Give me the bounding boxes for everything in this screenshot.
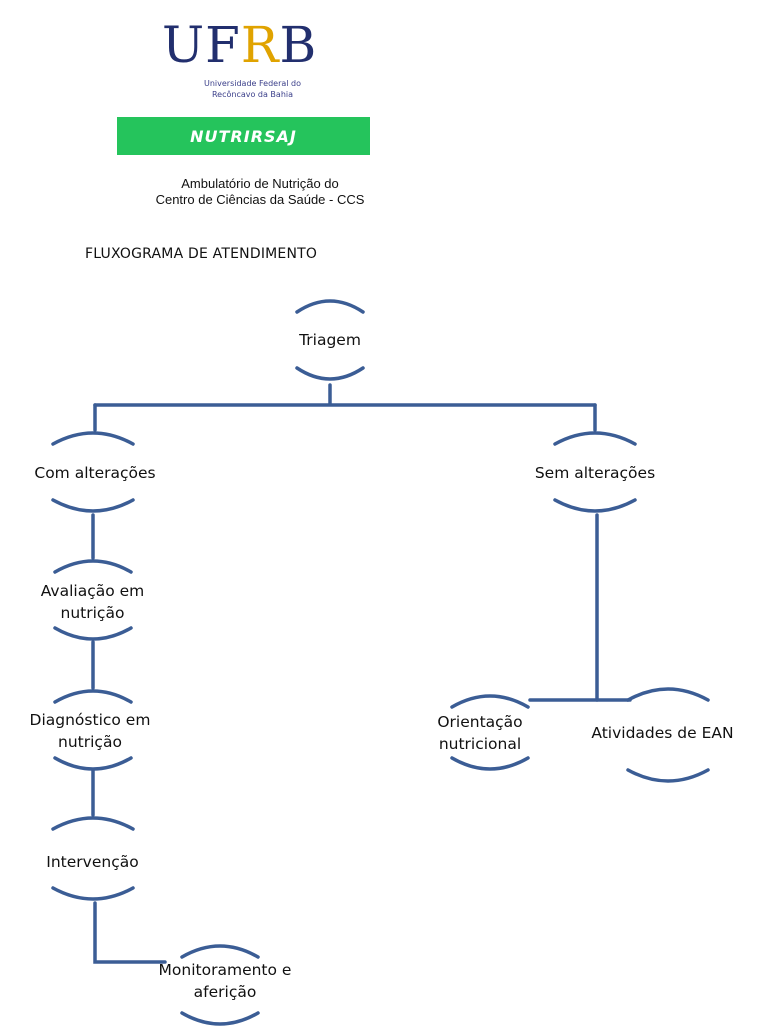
logo-text-mid: R [240, 16, 280, 74]
connector-intervencao-to-monitoramento [93, 901, 167, 964]
bracket-top-intervencao [51, 816, 135, 831]
node-atividades: Atividades de EAN [591, 724, 734, 742]
bracket-top-atividades [626, 687, 710, 702]
bracket-top-com-alteracoes [51, 431, 135, 446]
program-banner: NUTRIRSAJ [117, 117, 370, 155]
bracket-bottom-orientacao [450, 756, 530, 771]
connector-triagem-split [93, 383, 597, 407]
bracket-top-diagnostico [53, 689, 133, 704]
ufrb-logo: UFRB [162, 14, 342, 76]
bracket-bottom-intervencao [51, 886, 135, 901]
node-intervencao: Intervenção [46, 853, 139, 871]
ambulatorio-line-1: Ambulatório de Nutrição do [181, 176, 339, 191]
bracket-top-avaliacao [53, 559, 133, 574]
bracket-top-orientacao [450, 694, 530, 709]
bracket-bottom-diagnostico [53, 756, 133, 771]
node-com-alteracoes: Com alterações [34, 464, 156, 482]
node-monitoramento: Monitoramento e aferição [158, 961, 292, 1001]
program-name: NUTRIRSAJ [190, 126, 297, 146]
flowchart-title: FLUXOGRAMA DE ATENDIMENTO [85, 246, 318, 262]
university-line-1: Universidade Federal do [203, 79, 302, 88]
node-avaliacao: Avaliação em nutrição [40, 582, 145, 622]
bracket-bottom-sem-alteracoes [553, 498, 637, 513]
university-name: Universidade Federal do Recôncavo da Bah… [150, 78, 355, 100]
node-triagem: Triagem [299, 331, 361, 349]
ambulatorio-line-2: Centro de Ciências da Saúde - CCS [155, 192, 365, 207]
node-sem-alteracoes: Sem alterações [534, 464, 656, 482]
logo-text-left: UF [162, 16, 241, 74]
bracket-bottom-atividades [626, 768, 710, 783]
node-orientacao: Orientação nutricional [437, 713, 523, 753]
university-line-2: Recôncavo da Bahia [211, 90, 294, 99]
bracket-bottom-avaliacao [53, 626, 133, 641]
logo-text-right: B [279, 16, 318, 74]
bracket-top-sem-alteracoes [553, 431, 637, 446]
bracket-top-monitoramento [180, 944, 260, 959]
bracket-bottom-monitoramento [180, 1011, 260, 1026]
bracket-bottom-triagem [295, 366, 365, 381]
bracket-top-triagem [295, 299, 365, 314]
bracket-bottom-com-alteracoes [51, 498, 135, 513]
ambulatorio-caption: Ambulatório de Nutrição do Centro de Ciê… [100, 176, 420, 208]
node-diagnostico: Diagnóstico em nutrição [29, 711, 151, 751]
